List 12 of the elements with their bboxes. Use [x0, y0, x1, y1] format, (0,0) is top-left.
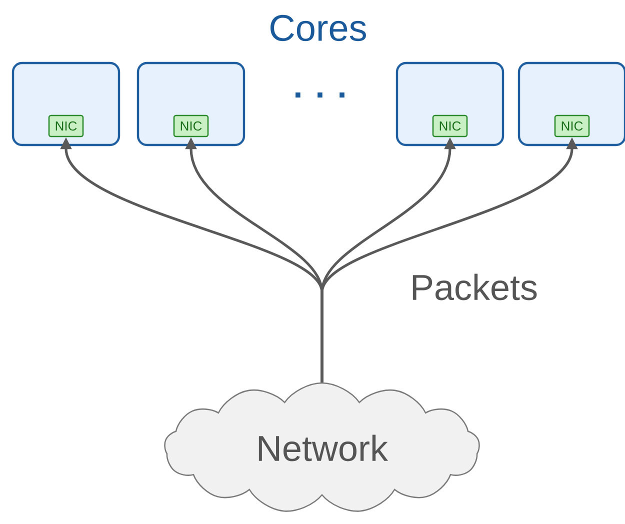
nic-box: NIC: [432, 114, 468, 138]
core-box: [518, 62, 625, 146]
core-box: [396, 62, 504, 146]
ellipsis: . . .: [296, 92, 344, 98]
network-cloud: Network: [164, 382, 480, 512]
nic-box: NIC: [554, 114, 590, 138]
core-box: [12, 62, 120, 146]
core-box: [136, 62, 246, 146]
heading: Cores: [270, 14, 366, 42]
label: Packets: [412, 274, 537, 300]
nic-box: NIC: [48, 114, 84, 138]
nic-box: NIC: [173, 114, 209, 138]
